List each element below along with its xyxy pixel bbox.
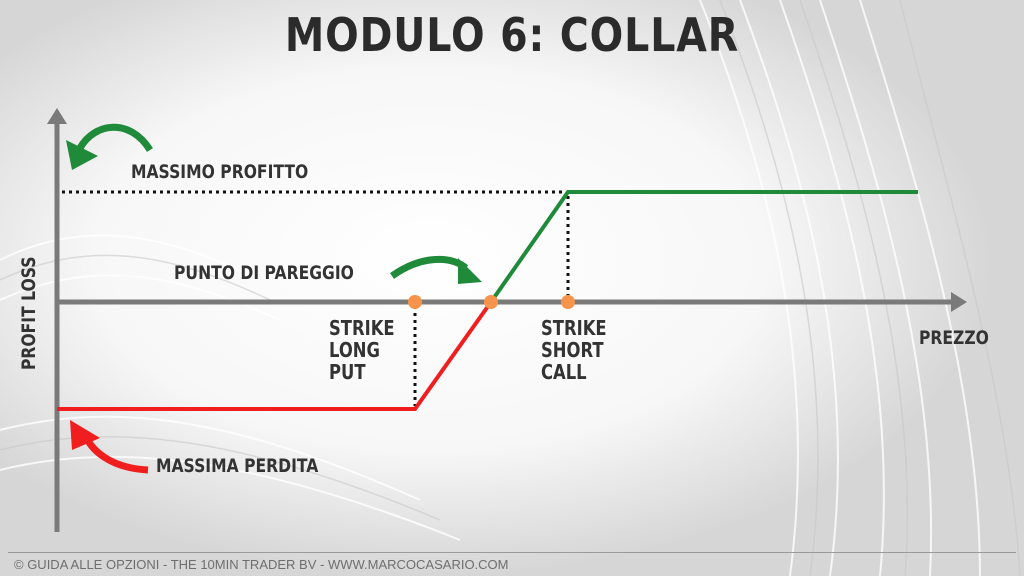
strike-short-call-label: STRIKE SHORT CALL: [541, 317, 607, 383]
strike-short-call-marker: [561, 295, 575, 309]
strike-long-put-line-2: LONG: [329, 338, 380, 362]
strike-long-put-line-1: STRIKE: [329, 316, 395, 340]
break-even-arrow-icon: [389, 255, 482, 284]
max-loss-label: MASSIMA PERDITA: [156, 455, 319, 477]
max-profit-label: MASSIMO PROFITTO: [131, 161, 309, 183]
profit-payoff-line: [489, 190, 918, 304]
strike-long-put-marker: [408, 295, 422, 309]
max-profit-arrow-icon: [66, 123, 153, 170]
strike-long-put-line-3: PUT: [329, 360, 366, 384]
footer-copyright: © GUIDA ALLE OPZIONI - THE 10MIN TRADER …: [14, 557, 509, 572]
y-axis-arrow-icon: [47, 108, 67, 124]
strike-short-call-line-2: SHORT: [541, 338, 604, 362]
page-title: MODULO 6: COLLAR: [284, 8, 740, 62]
x-axis-arrow-icon: [951, 292, 967, 312]
loss-payoff-line: [57, 300, 493, 411]
strike-short-call-line-1: STRIKE: [541, 316, 607, 340]
strike-short-call-line-3: CALL: [541, 360, 587, 384]
y-axis-label: PROFIT LOSS: [18, 256, 40, 370]
footer-divider: [8, 552, 1016, 553]
x-axis-label: PREZZO: [919, 327, 989, 349]
break-even-label: PUNTO DI PAREGGIO: [174, 262, 354, 284]
max-loss-arrow-icon: [70, 420, 149, 474]
break-even-marker: [484, 295, 498, 309]
strike-long-put-label: STRIKE LONG PUT: [329, 317, 395, 383]
